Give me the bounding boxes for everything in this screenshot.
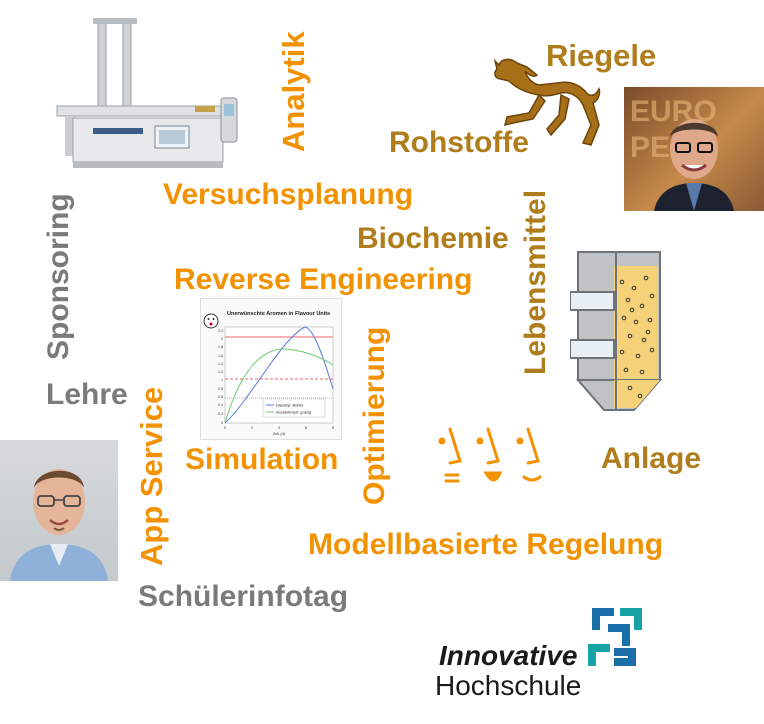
chart-ytick: 0.8 — [218, 387, 223, 391]
word-lehre: Lehre — [46, 378, 128, 411]
chart-ytick: 0.6 — [218, 395, 223, 399]
chart-ytick: 1.8 — [218, 345, 223, 349]
word-biochemie: Biochemie — [357, 222, 509, 255]
chart-title: Unerwünschte Aromen in Flavour Units — [227, 311, 330, 317]
person-photo-bottom — [0, 440, 118, 581]
fermenter-tank-image — [570, 251, 663, 411]
word-analytik: Analytik — [276, 31, 311, 152]
word-rohstoffe: Rohstoffe — [389, 126, 529, 159]
chart-ytick: 1.4 — [218, 362, 223, 366]
word-schuelerinfotag: Schülerinfotag — [138, 580, 349, 613]
chart-xtick: 4 — [278, 426, 280, 430]
chart-series-acetaldehyd — [224, 348, 334, 424]
chart-ytick: 2.2 — [218, 329, 223, 333]
chart-ytick: 0.4 — [218, 403, 223, 407]
chart-xlabel: Zeit (d) — [273, 432, 286, 436]
word-riegele: Riegele — [546, 38, 657, 73]
logo-text-innovative: Innovative — [439, 640, 578, 671]
word-simulation: Simulation — [185, 443, 339, 476]
word-optimierung: Optimierung — [358, 326, 391, 505]
horse-logo — [493, 58, 601, 146]
chart-ytick: 0 — [221, 421, 223, 425]
chart-ytick: 1.2 — [218, 370, 223, 374]
chart-ytick: 2 — [221, 337, 223, 341]
word-anlage: Anlage — [601, 442, 702, 475]
chart-ytick: 0.2 — [218, 412, 223, 416]
word-lebensmittel: Lebensmittel — [519, 189, 552, 375]
logo-text-hochschule: Hochschule — [435, 670, 582, 701]
tasting-faces-icon — [438, 427, 542, 483]
person-photo-top: EURO PEAN — [624, 87, 764, 211]
chart-ytick: 1 — [221, 378, 223, 382]
chart-xtick: 8 — [332, 426, 334, 430]
word-reverse-engineering: Reverse Engineering — [174, 263, 473, 296]
word-sponsoring: Sponsoring — [42, 193, 75, 360]
lab-instrument-image — [56, 18, 238, 168]
chart-xtick: 0 — [224, 426, 226, 430]
word-app-service: App Service — [134, 386, 169, 566]
innovative-hochschule-logo-mark — [588, 608, 642, 666]
chart-series-diacetyl — [224, 326, 334, 424]
chart-xtick: 6 — [305, 426, 307, 430]
word-modellbasierte-regelung: Modellbasierte Regelung — [308, 528, 664, 561]
chart-ytick: 1.6 — [218, 354, 223, 358]
chart-xtick: 2 — [251, 426, 253, 430]
chart-legend-item: Diacetyl: Butter — [276, 403, 304, 408]
word-versuchsplanung: Versuchsplanung — [163, 178, 414, 211]
chart-image: Unerwünschte Aromen in Flavour Units Dia… — [200, 298, 342, 440]
chart-legend-item: Acetaldehyd: grasig — [276, 410, 311, 415]
